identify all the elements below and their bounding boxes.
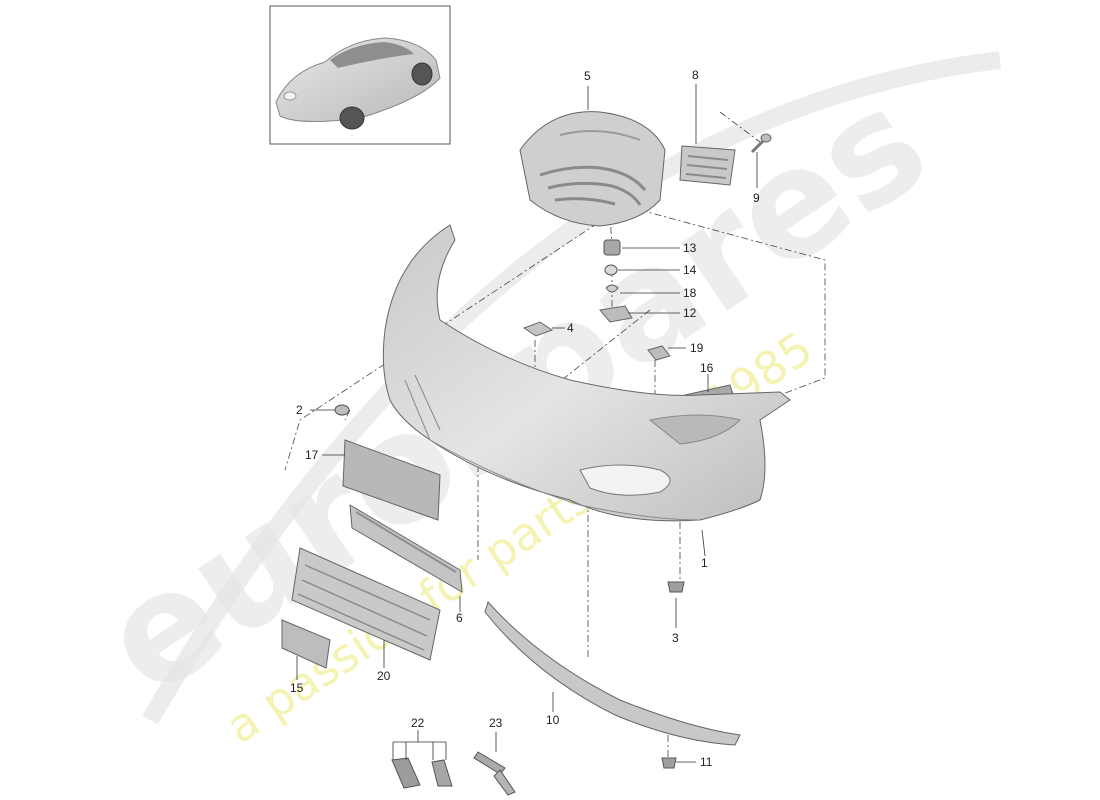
callout-9: 9	[753, 191, 760, 205]
callout-5: 5	[584, 69, 591, 83]
callout-11: 11	[700, 755, 713, 769]
callout-15: 15	[290, 681, 304, 695]
callout-23: 23	[489, 716, 503, 730]
callout-16: 16	[700, 361, 714, 375]
part-bumper-cover	[382, 224, 791, 522]
callout-18: 18	[683, 286, 697, 300]
leader-lines	[296, 84, 758, 763]
callout-3: 3	[672, 631, 679, 645]
part-small-grille-15	[281, 619, 331, 669]
part-tools-22	[391, 757, 453, 789]
callout-13: 13	[683, 241, 697, 255]
callout-labels: 1 2 3 4 5 6 8 9 10 11 12 13 14 15 16 17 …	[290, 68, 760, 769]
callout-2: 2	[296, 403, 303, 417]
callout-8: 8	[692, 68, 699, 82]
part-trim-6	[349, 504, 463, 593]
callout-17: 17	[305, 448, 319, 462]
watermark-swoosh	[142, 51, 1002, 725]
part-side-grille	[679, 145, 736, 186]
part-bolt-9	[750, 133, 772, 154]
callout-6: 6	[456, 611, 463, 625]
callout-4: 4	[567, 321, 574, 335]
callout-14: 14	[683, 263, 697, 277]
part-plate-17	[342, 439, 441, 521]
callout-12: 12	[683, 306, 697, 320]
callout-20: 20	[377, 669, 391, 683]
part-lower-grille-20	[291, 547, 441, 661]
callout-1: 1	[701, 556, 708, 570]
vehicle-thumbnail	[269, 5, 451, 145]
small-hardware	[522, 239, 671, 361]
part-grille-frame	[519, 111, 666, 227]
callout-22: 22	[411, 716, 425, 730]
part-caulk-gun-23	[473, 751, 516, 796]
callout-10: 10	[546, 713, 560, 727]
part-plug-2	[334, 404, 350, 416]
clips	[661, 581, 685, 769]
part-spoiler-lip-10	[484, 601, 741, 746]
callout-19: 19	[690, 341, 704, 355]
